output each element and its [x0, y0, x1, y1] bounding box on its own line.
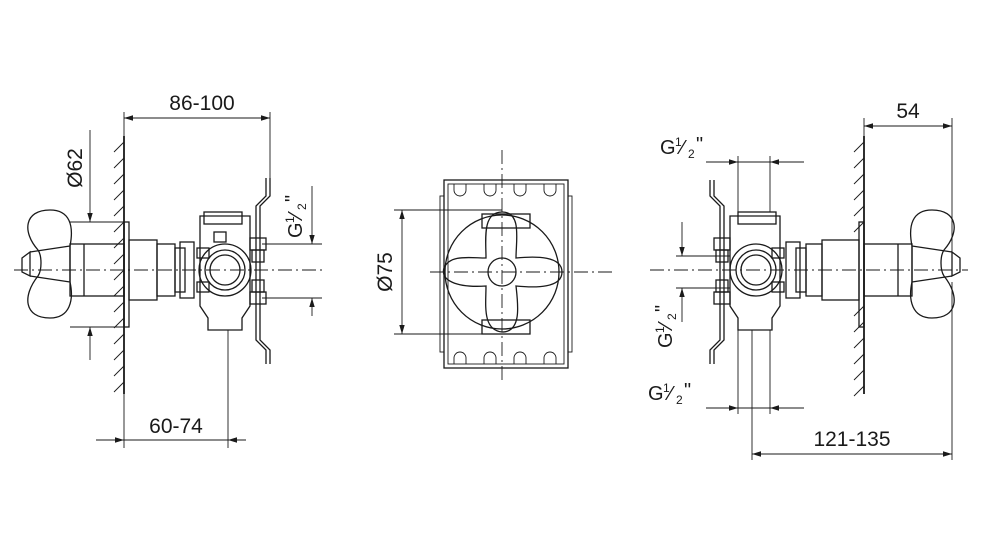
svg-text:": " [684, 380, 691, 402]
svg-text:G: G [660, 137, 676, 159]
dim-d75: Ø75 [374, 252, 397, 292]
svg-text:1: 1 [675, 135, 682, 149]
dim-60-74: 60-74 [149, 415, 203, 438]
thread-label-top-right: G 1 ⁄ 2 " [660, 134, 703, 161]
dim-121-135: 121-135 [813, 428, 890, 451]
handle-outline [27, 209, 73, 319]
svg-text:1: 1 [283, 216, 297, 223]
front-view-middle: Ø75 [374, 150, 612, 380]
svg-text:⁄: ⁄ [664, 383, 675, 405]
svg-text:⁄: ⁄ [655, 321, 677, 332]
svg-text:": " [282, 195, 304, 202]
svg-text:2: 2 [676, 393, 683, 407]
valve-body [199, 215, 251, 331]
wall-hatch [113, 141, 125, 393]
svg-text:G: G [285, 222, 307, 238]
connector-bottom-right [713, 291, 731, 305]
svg-text:1: 1 [663, 381, 670, 395]
valve-body-right [729, 215, 781, 331]
svg-text:2: 2 [665, 313, 679, 320]
svg-text:2: 2 [295, 203, 309, 210]
plate-slots-bottom [453, 351, 557, 364]
connector-top-right [713, 237, 731, 251]
handle-outline-right [909, 209, 955, 319]
mounting-plate [443, 179, 569, 369]
svg-text:G: G [655, 332, 677, 348]
thread-label-bottom-right: G 1 ⁄ 2 " [648, 380, 691, 407]
mounting-bracket [255, 178, 267, 364]
svg-text:1: 1 [653, 326, 667, 333]
dim-d62: Ø62 [64, 148, 87, 188]
wall-hatch-right [853, 141, 865, 397]
svg-text:⁄: ⁄ [285, 211, 307, 222]
svg-text:2: 2 [688, 147, 695, 161]
thread-label-left: G 1 ⁄ 2 " [282, 195, 309, 238]
valve-port [198, 243, 252, 297]
thread-label-mid-right: G 1 ⁄ 2 " [652, 305, 679, 348]
dim-86-100: 86-100 [169, 92, 234, 115]
svg-text:⁄: ⁄ [676, 137, 687, 159]
svg-text:": " [652, 305, 674, 312]
plate-slots-top [453, 184, 557, 197]
side-view-left: 86-100 Ø62 G 1 ⁄ 2 " 60-74 [14, 92, 322, 448]
cross-handle [442, 211, 563, 333]
svg-text:G: G [648, 383, 664, 405]
mounting-bracket-right [709, 180, 721, 364]
handle-cap [21, 250, 31, 278]
side-view-right: 54 G 1 ⁄ 2 " G 1 ⁄ 2 " [648, 100, 968, 460]
svg-text:": " [696, 134, 703, 156]
dim-54: 54 [896, 100, 920, 123]
